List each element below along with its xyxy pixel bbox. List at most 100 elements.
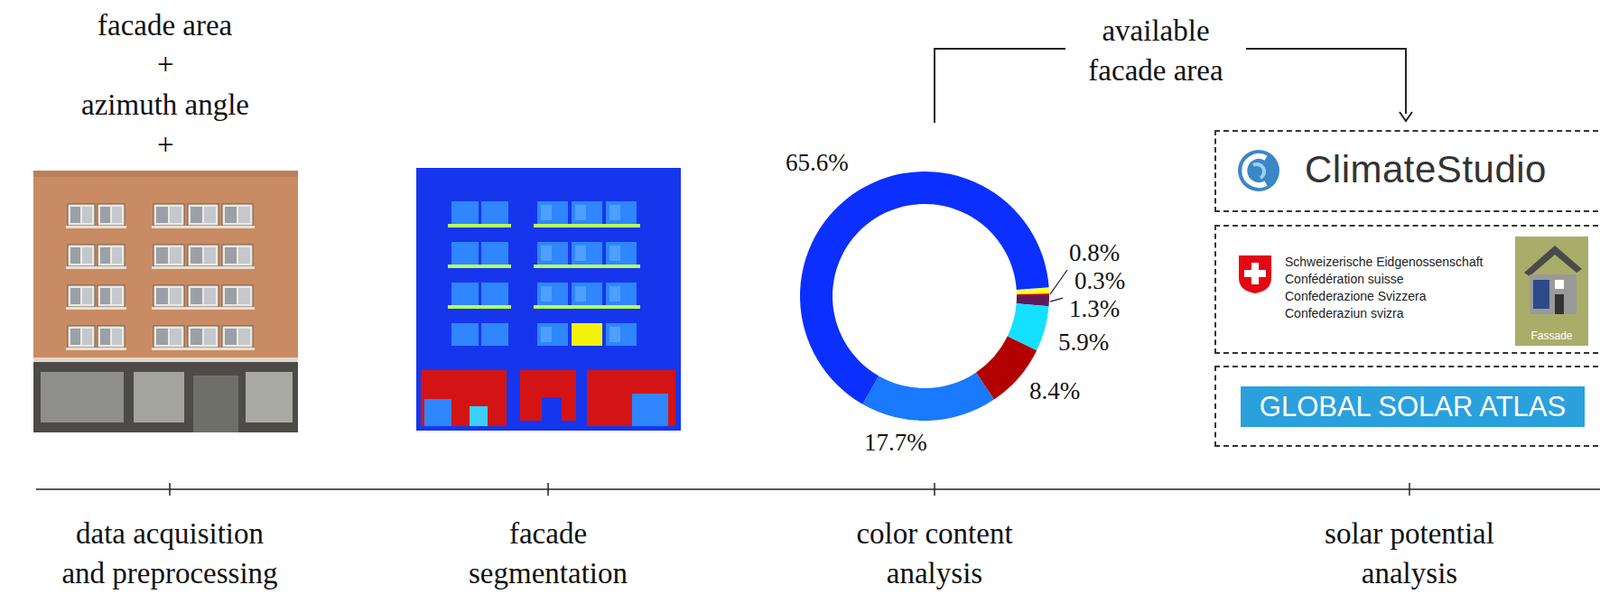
drawing-part xyxy=(586,370,676,427)
drawing-part xyxy=(451,282,479,306)
drawing-part xyxy=(33,362,298,433)
drawing-part xyxy=(537,241,568,265)
leader-line xyxy=(1050,297,1063,302)
stage-label: data acquisition and preprocessing xyxy=(59,513,280,594)
flag-cross xyxy=(1244,269,1266,278)
drawing-part xyxy=(65,244,97,270)
stage-label: color content analysis xyxy=(854,513,1015,594)
drawing-part xyxy=(605,282,637,306)
donut-slice xyxy=(862,372,995,421)
drawing-part xyxy=(151,285,187,310)
agency-name: Confederazione Svizzera xyxy=(1284,288,1483,306)
drawing-part xyxy=(533,264,641,269)
text-block: Schweizerische EidgenossenschaftConfédér… xyxy=(1284,253,1483,323)
house-window xyxy=(1554,279,1564,289)
drawing-part xyxy=(605,241,637,265)
drawing-part xyxy=(420,370,507,427)
drawing-part xyxy=(481,282,509,306)
drawing-part xyxy=(151,204,187,229)
percentage-label: 0.8% xyxy=(1069,236,1120,270)
percentage-label: 17.7% xyxy=(864,426,928,459)
drawing-part xyxy=(447,305,512,309)
drawing-part xyxy=(447,223,512,228)
drawing-part xyxy=(571,282,603,306)
drawing-part xyxy=(571,241,603,265)
drawing-part xyxy=(186,325,221,351)
drawing-part xyxy=(186,244,221,270)
drawing-part xyxy=(416,167,681,431)
drawing-part xyxy=(40,372,124,423)
drawing-part xyxy=(95,244,127,270)
tool-name: GLOBAL SOLAR ATLAS xyxy=(1240,386,1585,428)
drawing-part xyxy=(447,264,512,269)
drawing-part xyxy=(33,357,298,363)
donut-slice xyxy=(800,171,1050,405)
fassade-icon: Fassade xyxy=(1515,236,1589,346)
drawing-part xyxy=(245,372,293,423)
stage-label: facade segmentation xyxy=(466,513,630,594)
drawing-part xyxy=(451,323,479,346)
arrow-head xyxy=(1399,111,1413,121)
logo-banner: GLOBAL SOLAR ATLAS xyxy=(1240,386,1585,428)
drawing-part xyxy=(33,170,298,433)
percentage-label: 8.4% xyxy=(1029,374,1080,408)
flag-shield xyxy=(1238,255,1272,294)
stage-label: solar potential analysis xyxy=(1322,513,1497,594)
drawing-part xyxy=(220,325,255,351)
logo-circle xyxy=(1237,149,1280,192)
tool-box: GLOBAL SOLAR ATLAS xyxy=(1214,365,1600,447)
segmentation-map xyxy=(416,167,681,431)
drawing-part xyxy=(424,399,452,427)
drawing-part xyxy=(151,325,187,351)
drawing-part xyxy=(547,483,549,496)
drawing-part xyxy=(533,305,641,309)
drawing-part xyxy=(186,204,221,229)
drawing-part xyxy=(193,375,239,433)
agency-name: Confederaziun svizra xyxy=(1284,305,1483,323)
tool-name: ClimateStudio xyxy=(1304,146,1547,194)
drawing-part xyxy=(1408,483,1411,496)
drawing-part xyxy=(571,323,603,346)
drawing-part xyxy=(133,372,185,423)
percentage-label: 1.3% xyxy=(1069,292,1120,326)
swiss-flag xyxy=(1237,254,1273,295)
drawing-part xyxy=(933,483,936,496)
tool-box: Schweizerische EidgenossenschaftConfédér… xyxy=(1214,224,1600,354)
drawing-part xyxy=(469,406,488,427)
drawing-part xyxy=(151,244,187,270)
drawing-part xyxy=(520,370,577,421)
logo-arc xyxy=(1244,156,1266,186)
drawing-part xyxy=(95,285,127,310)
drawing-part xyxy=(1246,48,1406,114)
drawing-part xyxy=(220,244,255,270)
donut-chart xyxy=(800,171,1050,421)
drawing-part xyxy=(65,204,97,229)
drawing-part xyxy=(605,201,637,224)
drawing-part xyxy=(95,325,127,351)
drawing-part xyxy=(537,201,568,224)
drawing-part xyxy=(65,285,97,310)
drawing-part xyxy=(220,285,255,310)
logo-icon xyxy=(1235,147,1283,195)
drawing-part xyxy=(186,285,221,310)
drawing-part xyxy=(537,282,568,306)
drawing-part xyxy=(36,488,1600,491)
drawing-part xyxy=(451,241,479,265)
drawing-part xyxy=(541,397,562,421)
percentage-label: 65.6% xyxy=(785,146,849,179)
drawing-part xyxy=(632,393,669,427)
drawing-part xyxy=(451,201,479,224)
timeline xyxy=(36,483,1600,496)
drawing-part xyxy=(220,204,255,229)
house-door xyxy=(1554,294,1564,315)
drawing-part xyxy=(33,170,298,177)
input-label: facade area xyxy=(97,5,233,46)
plus-sign: + xyxy=(157,124,175,165)
percentage-label: 5.9% xyxy=(1058,325,1109,359)
percentage-label: 0.3% xyxy=(1074,264,1126,298)
drawing-part xyxy=(537,323,568,346)
solar-panel xyxy=(1533,279,1550,309)
donut-slice xyxy=(1016,293,1050,297)
drawing-part xyxy=(571,201,603,224)
